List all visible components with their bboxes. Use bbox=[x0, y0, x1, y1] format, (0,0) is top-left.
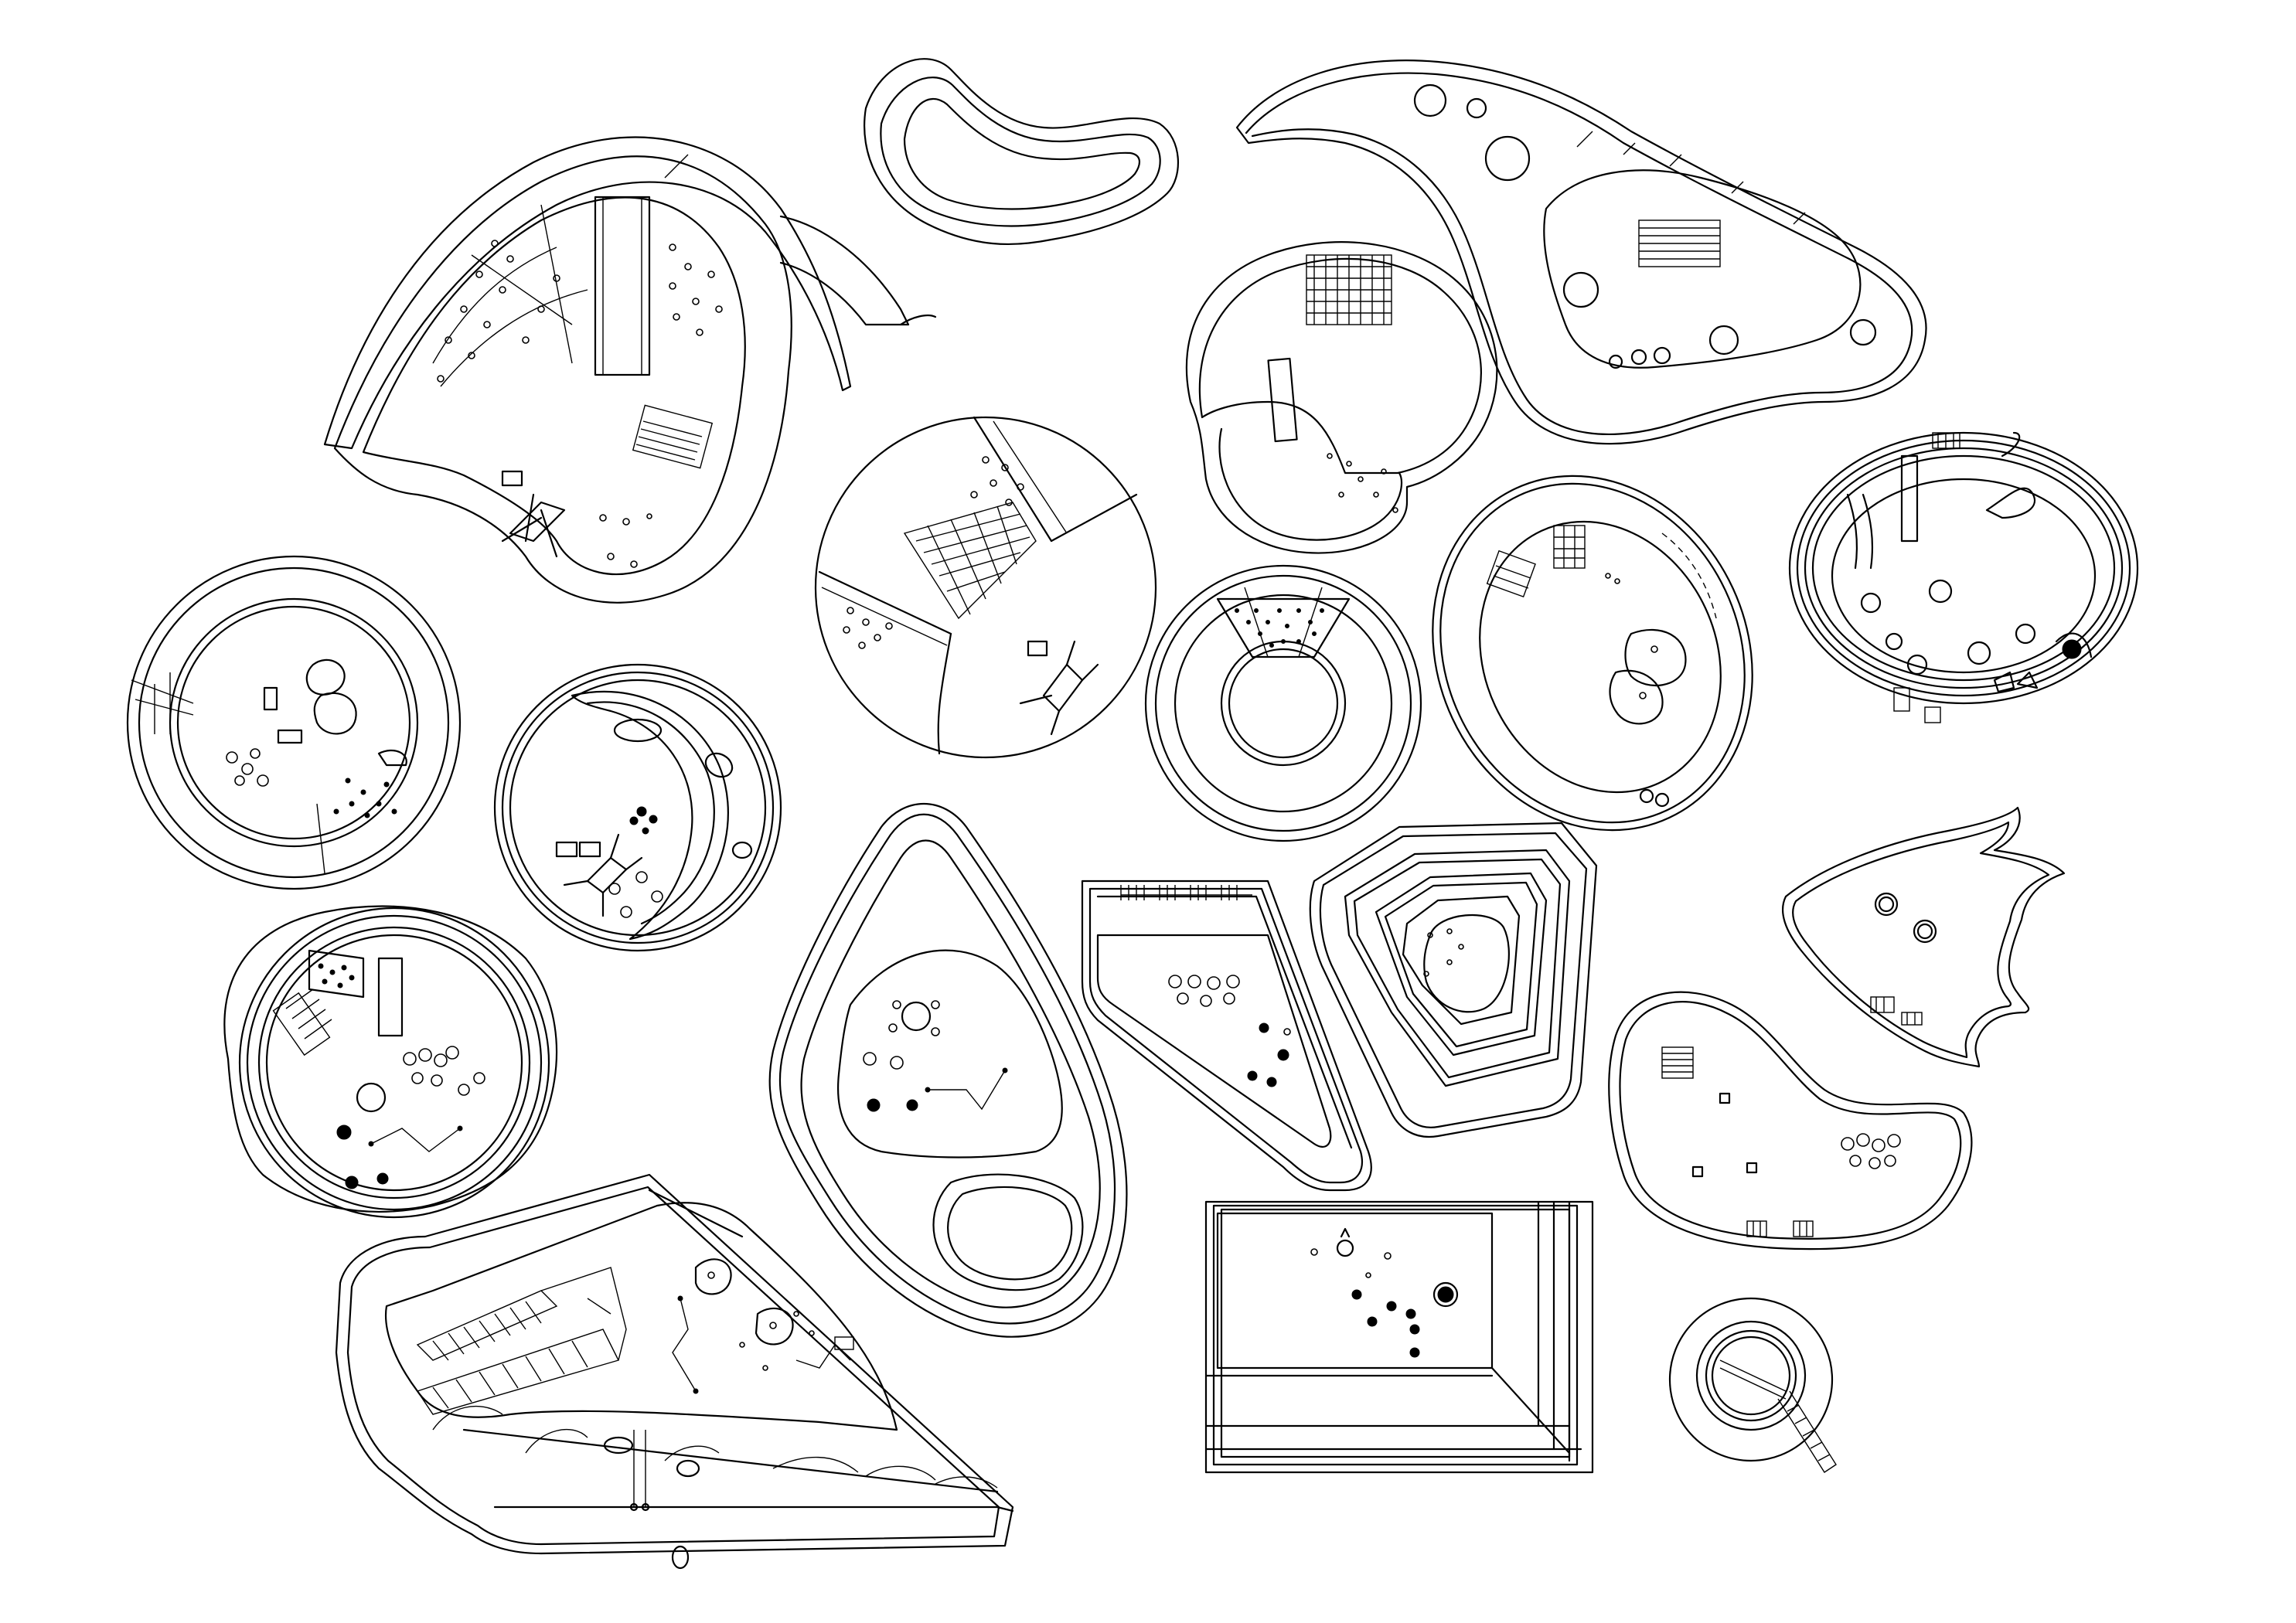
plan-01 bbox=[323, 136, 937, 604]
plan-11 bbox=[223, 905, 558, 1219]
plan-06-cargo-net bbox=[903, 502, 1037, 620]
plan-13-water-cannons bbox=[1168, 975, 1240, 1007]
plan-14 bbox=[1309, 822, 1598, 1138]
plan-16 bbox=[1608, 991, 1973, 1250]
plan-10-play-tower bbox=[555, 833, 643, 917]
plan-10 bbox=[493, 663, 782, 952]
plan-01-play-tower bbox=[501, 470, 566, 558]
plan-08 bbox=[1432, 475, 1753, 832]
plan-13-step-bench bbox=[1120, 885, 1252, 900]
plan-17-twin-slides bbox=[416, 1267, 627, 1415]
plan-15 bbox=[1782, 806, 2066, 1068]
plan-11-water-cannons bbox=[403, 1046, 485, 1096]
plan-13 bbox=[1081, 880, 1372, 1192]
plan-01-climbing-holds bbox=[437, 240, 723, 383]
plan-17 bbox=[335, 1173, 1014, 1570]
plan-12 bbox=[768, 803, 1128, 1338]
plan-07 bbox=[1144, 564, 1422, 842]
plan-04 bbox=[1185, 241, 1498, 554]
plan-09 bbox=[1788, 431, 2139, 723]
plan-02 bbox=[864, 58, 1180, 246]
plan-11-dotted-lounge bbox=[318, 963, 355, 988]
plan-05 bbox=[126, 555, 462, 890]
plan-16-water-cannons bbox=[1841, 1133, 1901, 1169]
plan-18 bbox=[1204, 1200, 1594, 1474]
plan-03 bbox=[1235, 60, 1927, 445]
plan-06-play-tower bbox=[1019, 640, 1099, 736]
plan-07-dotted-wedge bbox=[1235, 608, 1324, 648]
plan-19 bbox=[1668, 1297, 1837, 1473]
plan-06 bbox=[814, 416, 1157, 759]
